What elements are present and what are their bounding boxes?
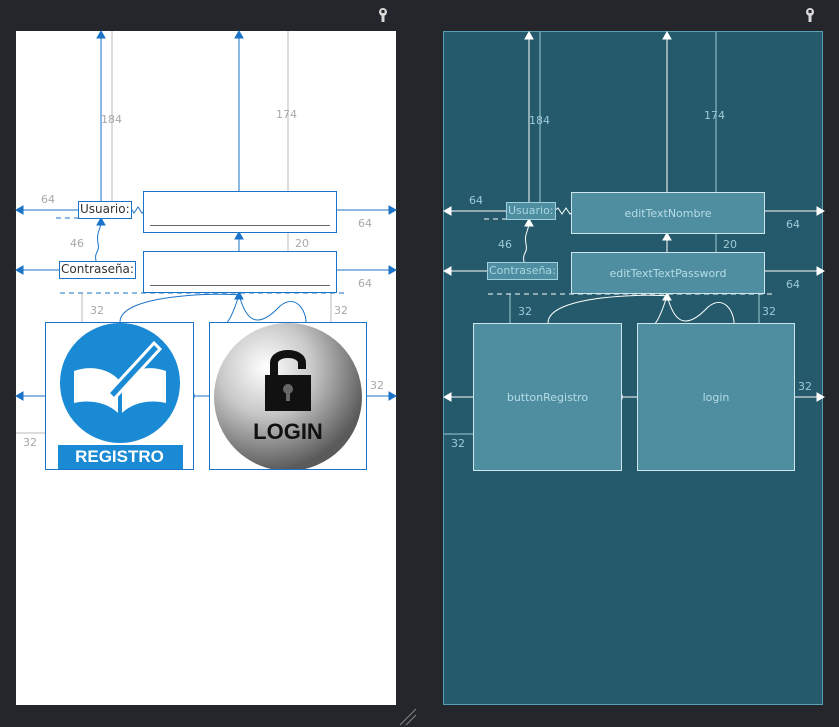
blueprint-constraints [442,30,826,435]
login-box[interactable]: login [637,323,795,471]
password-edit-text[interactable] [143,251,337,293]
pen-book-icon [58,323,183,469]
margin-dimension: 184 [529,114,550,127]
margin-dimension: 32 [451,437,465,450]
design-surface[interactable]: 184 174 64 64 46 20 64 32 32 32 32 Usuar… [14,29,398,705]
margin-dimension: 32 [762,305,776,318]
margin-dimension: 32 [334,304,348,317]
margin-dimension: 32 [370,379,384,392]
margin-dimension: 20 [723,238,737,251]
usuario-label: Usuario: [506,202,556,220]
button-registro[interactable]: buttonRegistro [473,323,622,471]
margin-dimension: 64 [469,194,483,207]
padlock-icon [214,323,362,469]
wrench-icon[interactable] [804,8,816,25]
edit-text-nombre[interactable]: editTextNombre [571,192,765,234]
usuario-label: Usuario: [78,201,132,219]
margin-dimension: 64 [786,278,800,291]
margin-dimension: 64 [41,193,55,206]
margin-dimension: 20 [295,237,309,250]
margin-dimension: 174 [276,108,297,121]
margin-dimension: 32 [23,436,37,449]
edit-text-password[interactable]: editTextTextPassword [571,252,765,294]
margin-dimension: 174 [704,109,725,122]
registro-text: REGISTRO [75,447,164,466]
margin-dimension: 184 [101,113,122,126]
margin-dimension: 32 [798,380,812,393]
margin-dimension: 46 [498,238,512,251]
margin-dimension: 64 [358,217,372,230]
blueprint-surface[interactable]: 184 174 64 64 46 20 64 32 32 32 32 Usuar… [442,30,826,705]
contrasena-label: Contraseña: [487,262,558,280]
design-constraints [14,29,398,434]
margin-dimension: 64 [358,277,372,290]
login-button[interactable]: LOGIN [209,322,367,470]
login-text: LOGIN [253,419,323,444]
wrench-icon[interactable] [377,8,389,25]
margin-dimension: 64 [786,218,800,231]
margin-dimension: 32 [518,305,532,318]
resize-handle-icon[interactable] [398,707,418,727]
nombre-edit-text[interactable] [143,191,337,233]
margin-dimension: 32 [90,304,104,317]
registro-button[interactable]: REGISTRO [45,322,194,470]
contrasena-label: Contraseña: [59,261,136,279]
margin-dimension: 46 [70,237,84,250]
